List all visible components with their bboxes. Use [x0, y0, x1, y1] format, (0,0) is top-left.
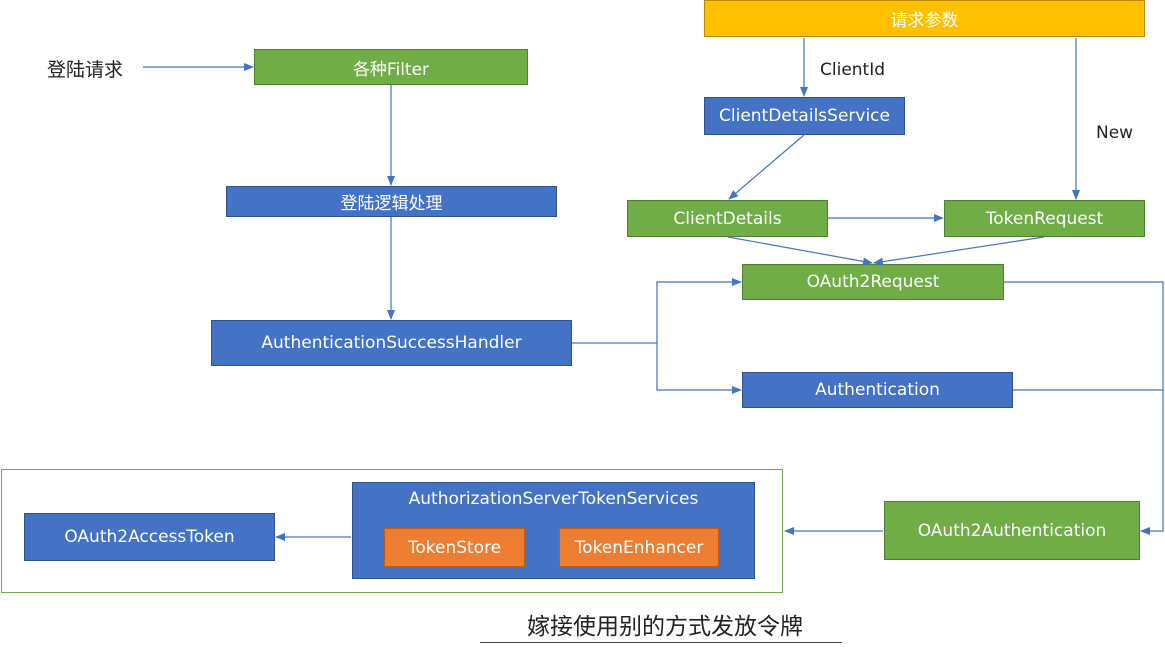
- client-details-service-node: ClientDetailsService: [704, 97, 905, 135]
- token-enhancer-node: TokenEnhancer: [559, 528, 719, 567]
- client-id-edge-label: ClientId: [820, 60, 886, 80]
- login-logic-node: 登陆逻辑处理: [226, 186, 557, 217]
- filters-node: 各种Filter: [254, 49, 528, 85]
- authentication-node: Authentication: [742, 372, 1013, 408]
- token-services-title: AuthorizationServerTokenServices: [408, 489, 699, 509]
- edge-cds-to-clientdetails: [728, 134, 805, 200]
- new-edge-label: New: [1096, 123, 1134, 143]
- token-store-node: TokenStore: [384, 528, 525, 567]
- caption-underline: [480, 642, 842, 643]
- edge-tokenrequest-to-oauth2request: [873, 236, 1045, 266]
- oauth2-request-node: OAuth2Request: [742, 264, 1004, 300]
- success-handler-node: AuthenticationSuccessHandler: [211, 320, 572, 366]
- oauth2-authentication-node: OAuth2Authentication: [884, 501, 1140, 560]
- client-details-node: ClientDetails: [627, 200, 828, 237]
- token-request-node: TokenRequest: [944, 200, 1145, 237]
- access-token-node: OAuth2AccessToken: [24, 513, 275, 561]
- login-request-label: 登陆请求: [47, 59, 124, 81]
- edge-oauth2request-to-oauth2auth: [1004, 281, 1164, 535]
- edge-handler-to-oauth2request: [656, 278, 742, 343]
- caption-text: 嫁接使用别的方式发放令牌: [527, 614, 803, 640]
- edge-clientdetails-to-oauth2request: [727, 236, 873, 266]
- request-params-node: 请求参数: [704, 0, 1145, 37]
- edge-handler-to-authentication: [656, 343, 742, 394]
